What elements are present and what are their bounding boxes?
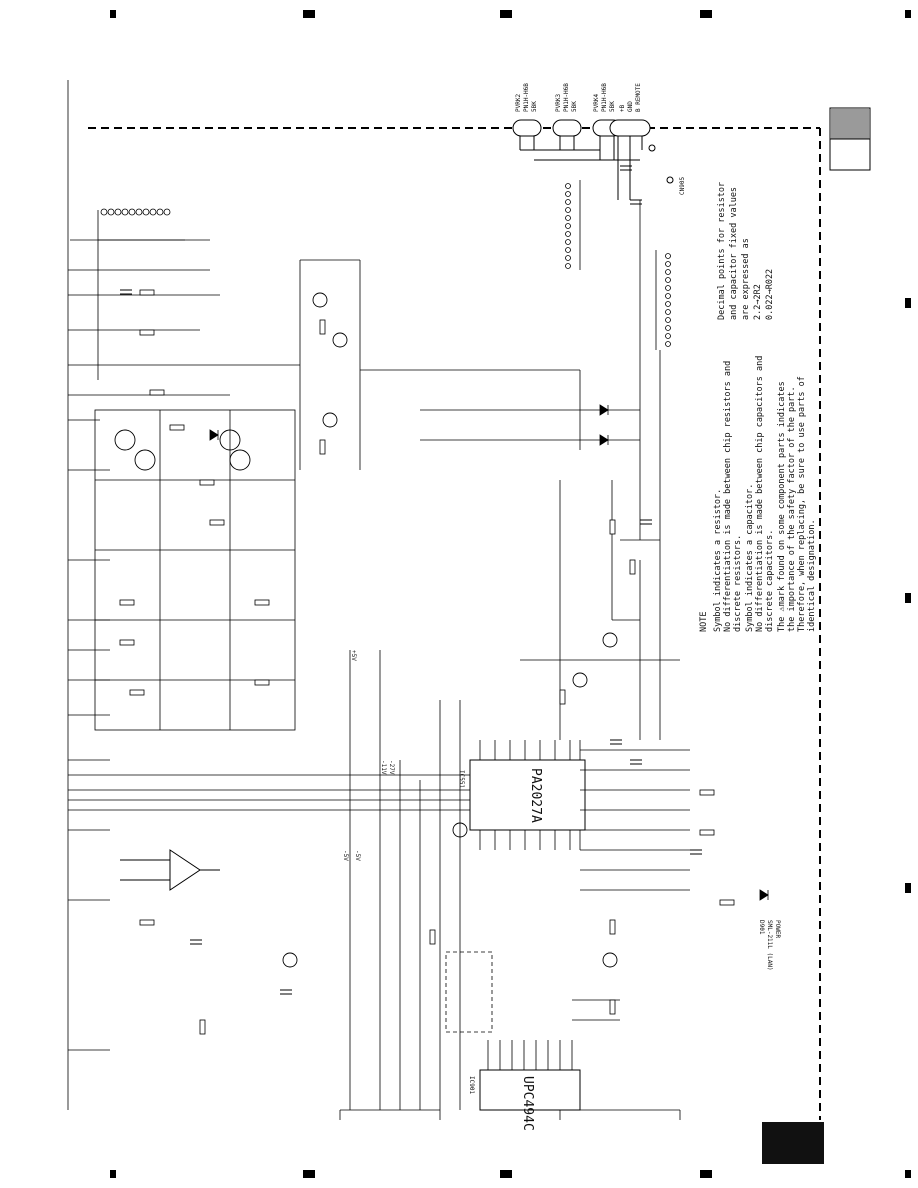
svg-text:+5V: +5V [350, 650, 357, 661]
svg-text:are expressed as: are expressed as [741, 238, 751, 320]
op-amp [120, 849, 220, 891]
svg-text:0.022→R022: 0.022→R022 [765, 269, 775, 320]
ic551: PA2027A IC551 [458, 759, 586, 831]
svg-text:5BK: 5BK [571, 101, 578, 112]
svg-text:PVRK2: PVRK2 [515, 94, 522, 112]
svg-text:SML-211L (LAN): SML-211L (LAN) [766, 920, 773, 971]
svg-text:-11V: -11V [380, 760, 387, 775]
resistors [119, 289, 735, 1035]
test-points-right [565, 180, 671, 350]
svg-text:IC551: IC551 [458, 770, 465, 788]
top-connectors [512, 119, 674, 200]
svg-text:B REMOTE: B REMOTE [635, 83, 642, 112]
svg-text:+B: +B [619, 104, 626, 112]
svg-text:5BK: 5BK [531, 101, 538, 112]
ic551-pins [479, 740, 690, 891]
note-block: NOTE Symbol indicates a resistor. No dif… [699, 356, 817, 632]
switch-dashed-box [445, 951, 493, 1033]
amp-wiring [94, 200, 680, 1110]
rail-labels: +5V -5V -5V -11V -27V [342, 650, 395, 861]
diodes [209, 404, 769, 901]
dashed-frame [88, 127, 821, 1120]
svg-text:D901: D901 [758, 920, 765, 935]
svg-text:2.2→2R2: 2.2→2R2 [753, 284, 763, 320]
svg-text:-5V: -5V [342, 850, 349, 861]
svg-text:PN1H-H6B: PN1H-H6B [523, 83, 530, 112]
svg-text:Therefore, when replacing, be: Therefore, when replacing, be sure to us… [797, 376, 807, 632]
svg-text:-5V: -5V [354, 850, 361, 861]
svg-text:UPC494C: UPC494C [520, 1076, 535, 1131]
svg-text:PA2027A: PA2027A [528, 768, 543, 823]
svg-text:POWER: POWER [774, 920, 781, 938]
svg-text:No differentiation is made bet: No differentiation is made between chip … [723, 361, 733, 632]
decimal-note: Decimal points for resistor and capacito… [717, 182, 775, 320]
svg-text:CN905: CN905 [679, 177, 686, 195]
svg-text:PN1H-H6B: PN1H-H6B [563, 83, 570, 112]
svg-text:NOTE: NOTE [699, 612, 709, 632]
power-led-label: POWER SML-211L (LAN) D901 [758, 920, 781, 971]
svg-text:5BK: 5BK [609, 101, 616, 112]
svg-text:GND: GND [627, 101, 634, 112]
svg-text:IC901: IC901 [468, 1076, 475, 1094]
svg-text:No differentiation is made bet: No differentiation is made between chip … [755, 356, 765, 632]
page-number-block [762, 1122, 824, 1164]
svg-text:the importance of the safety f: the importance of the safety factor of t… [787, 386, 797, 632]
test-points-left [97, 208, 185, 380]
ic901: UPC494C IC901 [468, 1069, 581, 1131]
svg-text:and capacitor fixed values: and capacitor fixed values [729, 187, 739, 320]
svg-text:discrete resistors.: discrete resistors. [733, 535, 743, 632]
svg-text:The ⚠mark found on some compon: The ⚠mark found on some component parts … [777, 381, 787, 632]
svg-text:PVRK4: PVRK4 [593, 94, 600, 112]
svg-text:discrete capacitors.: discrete capacitors. [765, 530, 775, 632]
section-tab [829, 107, 871, 171]
transistors [114, 292, 618, 968]
svg-text:-27V: -27V [388, 760, 395, 775]
ic901-pins [487, 999, 620, 1070]
svg-text:identical designation.: identical designation. [807, 519, 817, 632]
connector-labels: PVRK2 PN1H-H6B 5BK PVRK3 PN1H-H6B 5BK PV… [515, 83, 686, 195]
svg-text:PVRK3: PVRK3 [555, 94, 562, 112]
capacitors [120, 165, 702, 995]
svg-text:Decimal points for resistor: Decimal points for resistor [717, 182, 727, 320]
registration-marks [110, 10, 911, 1178]
svg-text:Symbol indicates a resistor.: Symbol indicates a resistor. [713, 489, 723, 632]
svg-text:PN1H-H6B: PN1H-H6B [601, 83, 608, 112]
svg-text:Symbol indicates a capacitor.: Symbol indicates a capacitor. [745, 484, 755, 632]
